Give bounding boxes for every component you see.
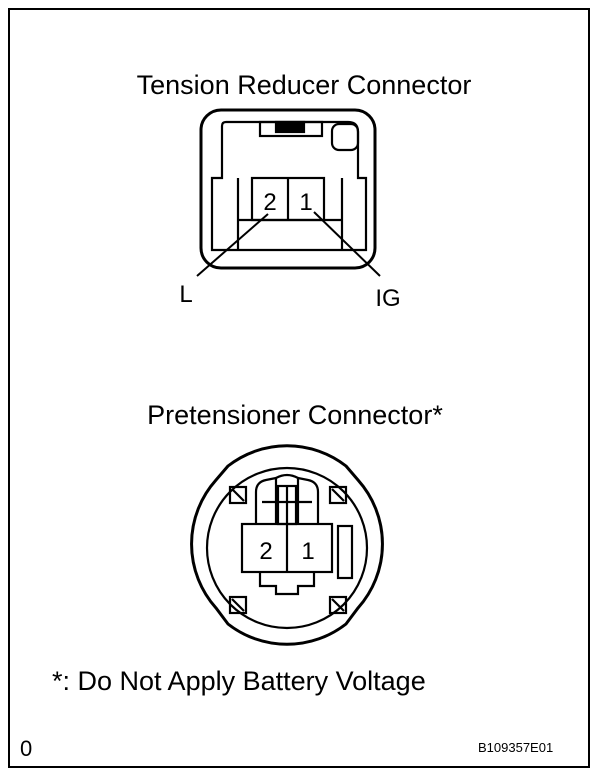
locking-square-br bbox=[328, 595, 348, 615]
tension-reducer-connector bbox=[199, 108, 377, 270]
wire-label-l: L bbox=[179, 281, 192, 308]
tension-reducer-title: Tension Reducer Connector bbox=[136, 70, 472, 100]
leader-line-ig bbox=[313, 211, 381, 277]
battery-voltage-note: *: Do Not Apply Battery Voltage bbox=[52, 666, 426, 696]
pretensioner-title: Pretensioner Connector* bbox=[147, 400, 443, 430]
locking-square-bl bbox=[228, 595, 248, 615]
figure-frame bbox=[8, 8, 590, 768]
wire-label-ig: IG bbox=[375, 285, 400, 312]
locking-square-tl bbox=[228, 485, 248, 505]
leader-line-l bbox=[196, 213, 269, 277]
locking-square-tr bbox=[328, 485, 348, 505]
corner-mark: 0 bbox=[20, 736, 33, 761]
pt-pin-2-label: 2 bbox=[259, 538, 272, 565]
pt-pin-1-label: 1 bbox=[301, 538, 314, 565]
pretensioner-connector bbox=[190, 444, 384, 646]
tr-pin-1-label: 1 bbox=[299, 189, 312, 216]
figure-code: B109357E01 bbox=[478, 740, 554, 755]
tr-pin-2-label: 2 bbox=[263, 189, 276, 216]
